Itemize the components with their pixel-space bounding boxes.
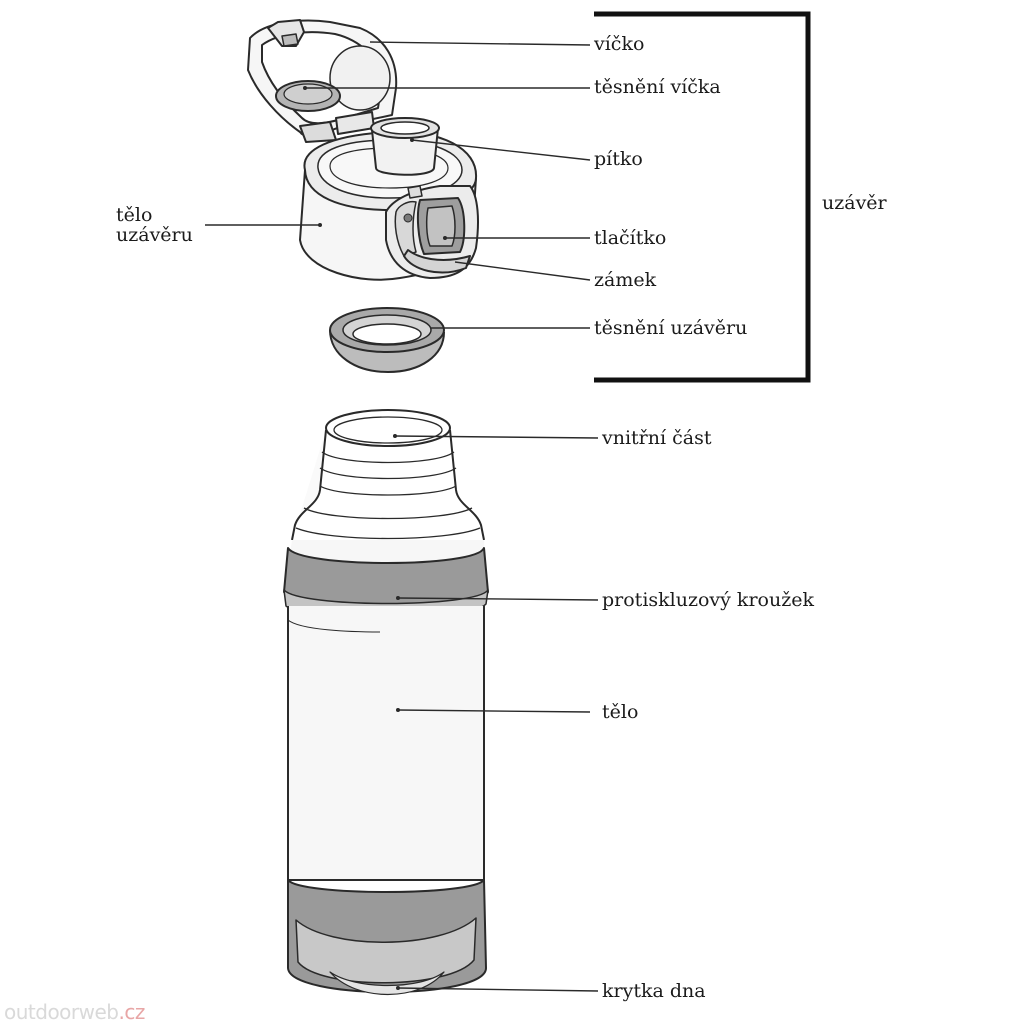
label-telo: tělo: [602, 701, 639, 723]
label-telo-uzaveru-line2: uzávěru: [116, 224, 193, 246]
lid: [247, 19, 398, 143]
label-pitko: pítko: [594, 148, 643, 170]
lock: [403, 249, 471, 274]
bottle: [283, 409, 489, 996]
leader-lines: [205, 41, 599, 992]
label-vicko: víčko: [594, 33, 645, 55]
cap-seal: [329, 307, 445, 373]
label-krytka-dna: krytka dna: [602, 980, 706, 1002]
cap-group-bracket: [594, 11, 811, 383]
label-vnitrni-cast: vnitřní část: [602, 427, 712, 449]
watermark-main: outdoorweb: [4, 1000, 119, 1024]
label-tesneni-vicka: těsnění víčka: [594, 76, 721, 98]
label-uzaver-group: uzávěr: [822, 192, 887, 214]
watermark: outdoorweb.cz: [4, 1000, 145, 1024]
leader-dots: [303, 86, 447, 990]
watermark-suffix: .cz: [118, 1000, 146, 1024]
label-tlacitko: tlačítko: [594, 227, 667, 249]
label-telo-uzaveru-line1: tělo: [116, 204, 153, 226]
label-zamek: zámek: [594, 269, 657, 291]
label-tesneni-uzaveru: těsnění uzávěru: [594, 317, 748, 339]
label-protiskluzovy-krouzek: protiskluzový kroužek: [602, 589, 814, 611]
cap-body: [299, 117, 479, 281]
